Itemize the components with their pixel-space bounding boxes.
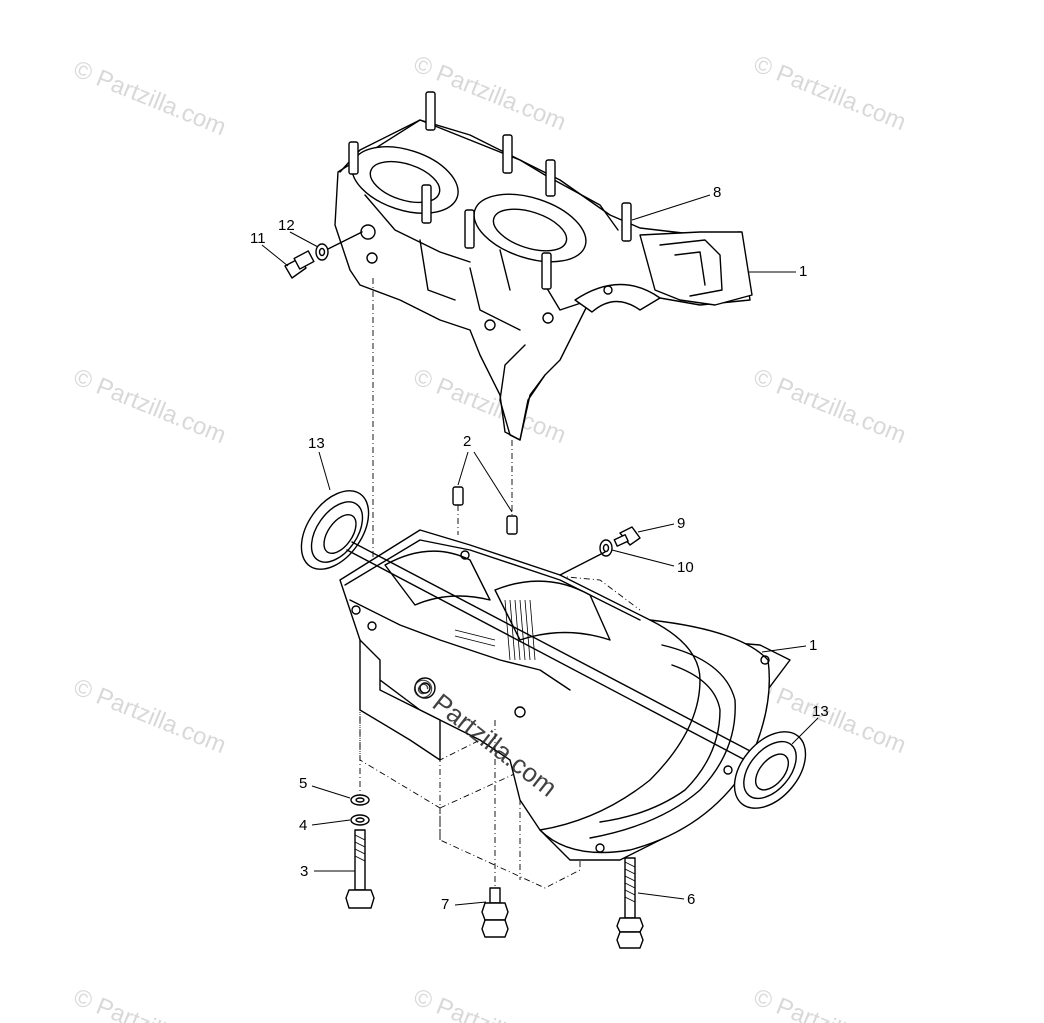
callout-8: 8 — [713, 184, 721, 201]
crank-detail — [454, 599, 536, 661]
watermark: © Partzilla.com — [70, 984, 230, 1023]
watermark: © Partzilla.com — [750, 364, 910, 450]
watermark: © Partzilla.com — [410, 364, 570, 450]
watermark: © Partzilla.com — [750, 51, 910, 137]
callout-12: 12 — [278, 217, 295, 234]
callout-11: 11 — [250, 230, 266, 247]
callout-6: 6 — [687, 891, 695, 908]
callout-labels: 8 1 11 12 13 2 9 10 1 13 5 4 3 7 6 — [250, 184, 829, 913]
dowel-pins — [452, 486, 518, 535]
callout-13-right: 13 — [812, 703, 829, 720]
bolt-9 — [613, 526, 641, 547]
washer-10 — [599, 539, 613, 557]
watermark: © Partzilla.com — [70, 364, 230, 450]
fitting-11 — [284, 250, 315, 279]
washer-4 — [350, 814, 370, 826]
washer-12 — [315, 243, 329, 261]
callout-9: 9 — [677, 515, 685, 532]
upper-crankcase — [334, 91, 753, 441]
watermark: © Partzilla.com — [70, 56, 230, 142]
lower-crankcase — [339, 529, 791, 889]
cylinder-studs — [348, 91, 632, 290]
washer-5 — [350, 794, 370, 806]
callout-3: 3 — [300, 863, 308, 880]
callout-5: 5 — [299, 775, 307, 792]
watermark: © Partzilla.com — [410, 984, 570, 1023]
watermark: © Partzilla.com — [750, 984, 910, 1023]
callout-4: 4 — [299, 817, 307, 834]
oil-seal-right — [733, 731, 807, 809]
bolt-3 — [345, 829, 375, 909]
bolt-6 — [616, 857, 644, 949]
callout-10: 10 — [677, 559, 694, 576]
oil-seal-left — [300, 490, 370, 570]
watermark: © Partzilla.com — [70, 674, 230, 760]
callout-13-left: 13 — [308, 435, 325, 452]
callout-7: 7 — [441, 896, 449, 913]
leader-lines — [261, 194, 819, 906]
callout-1-bottom: 1 — [809, 637, 817, 654]
bolt-7 — [481, 887, 509, 938]
callout-2: 2 — [463, 433, 471, 450]
callout-1-top: 1 — [799, 263, 807, 280]
